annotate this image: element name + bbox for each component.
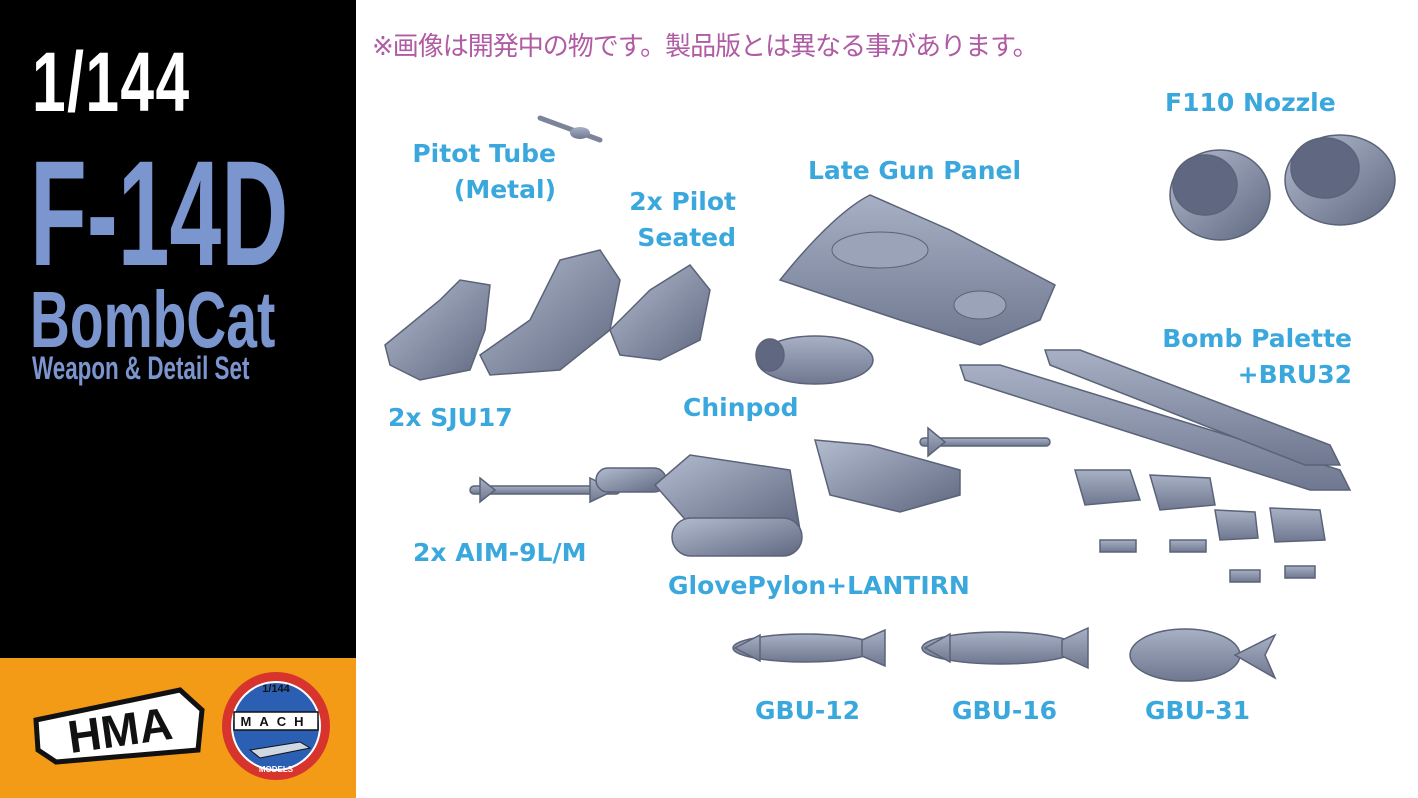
chinpod-part <box>755 335 874 385</box>
sju17-label: 2x SJU17 <box>388 403 513 432</box>
pitot-tube-label: Pitot Tube (Metal) <box>400 136 556 208</box>
gbu31-part <box>1129 628 1277 682</box>
chinpod-label: Chinpod <box>683 393 799 422</box>
bomb-palette-label: Bomb Palette +BRU32 <box>1140 321 1352 393</box>
gun-panel-label: Late Gun Panel <box>808 156 1022 185</box>
name-title: BombCat <box>30 275 276 364</box>
f110-nozzle-part <box>1169 134 1396 241</box>
model-title: F-14D <box>30 129 289 297</box>
gbu31-label: GBU-31 <box>1145 696 1251 725</box>
pitot-tube-part <box>537 115 603 143</box>
subtitle: Weapon & Detail Set <box>32 350 250 386</box>
bomb-palette-part <box>958 349 1352 583</box>
sidebar-panel <box>0 0 356 658</box>
gbu16-label: GBU-16 <box>952 696 1058 725</box>
bomb-palette-line-1: Bomb Palette <box>1162 324 1352 353</box>
glove-pylon-part <box>595 439 961 557</box>
mach-models-logo: 1/144 MACH MODELS <box>222 672 330 780</box>
sju17-seat-part <box>384 249 711 381</box>
gbu16-part <box>921 626 1089 670</box>
gbu12-label: GBU-12 <box>755 696 861 725</box>
aim9-label: 2x AIM-9L/M <box>413 538 587 567</box>
pilot-label: 2x Pilot Seated <box>610 184 736 256</box>
gbu12-part <box>732 628 886 668</box>
mach-text: MACH <box>241 714 312 729</box>
development-notice: ※画像は開発中の物です。製品版とは異なる事があります。 <box>372 32 1039 62</box>
bomb-palette-line-2: +BRU32 <box>1237 360 1352 389</box>
pitot-line-2: (Metal) <box>453 175 556 204</box>
glove-pylon-label: GlovePylon+LANTIRN <box>668 571 970 600</box>
mach-models-text: MODELS <box>259 765 294 774</box>
pilot-line-2: Seated <box>637 223 736 252</box>
scale-title: 1/144 <box>32 35 191 129</box>
hma-logo: HMA <box>33 687 205 765</box>
nozzle-label: F110 Nozzle <box>1165 88 1336 117</box>
pilot-line-1: 2x Pilot <box>629 187 736 216</box>
gun-panel-part <box>778 194 1056 346</box>
pitot-line-1: Pitot Tube <box>412 139 556 168</box>
mach-scale-text: 1/144 <box>262 683 290 695</box>
